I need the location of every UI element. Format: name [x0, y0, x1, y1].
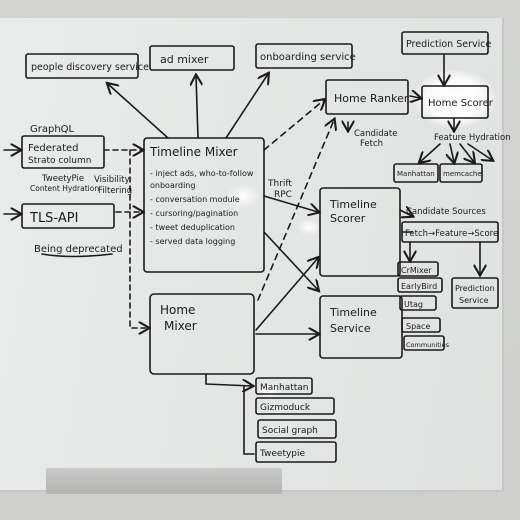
- people-discovery-label: people discovery service: [31, 62, 149, 73]
- stack-label: Manhattan: [260, 383, 308, 393]
- graphql-label: GraphQL: [30, 124, 75, 135]
- content-hydration-label: Content Hydration: [30, 184, 99, 193]
- arrow: [459, 143, 474, 162]
- prediction-service-top-label: Prediction Service: [406, 39, 491, 50]
- tweetypie-hydration-label: TweetyPie: [41, 174, 84, 184]
- federated-label: Strato column: [28, 156, 91, 166]
- thrift-rpc-label: Thrift: [267, 179, 292, 189]
- visibility-label: Filtering: [98, 186, 132, 196]
- prediction-service-mid-label: Service: [459, 296, 489, 305]
- arrow: [263, 195, 318, 212]
- space-label: Space: [406, 322, 430, 331]
- arrow: [243, 385, 255, 455]
- earlybird-box: [397, 277, 443, 293]
- arrow: [467, 143, 492, 160]
- memcache-label: memcache: [443, 170, 482, 178]
- timeline-mixer-item: - inject ads, who-to-follow: [150, 169, 254, 178]
- crmixer-box: [397, 261, 439, 277]
- arrow: [263, 231, 318, 290]
- candidate-fetch-label: Fetch: [360, 139, 383, 149]
- light-glare: [226, 184, 260, 208]
- arrow: [409, 96, 420, 98]
- people-discovery-box: [25, 53, 139, 79]
- candidate-sources-label: Candidate Sources: [406, 207, 486, 217]
- being-deprecated-label: Being deprecated: [34, 244, 123, 255]
- prediction-service-mid-box: [451, 277, 499, 309]
- timeline-service-label: Service: [330, 322, 371, 335]
- stack-box-social-graph: [257, 419, 337, 439]
- visibility-label: Visibility: [94, 175, 130, 185]
- arrow: [263, 100, 324, 151]
- timeline-scorer-label: Timeline: [329, 198, 377, 211]
- manhattan-small-label: Manhattan: [397, 170, 435, 178]
- marker-tray: [46, 468, 282, 494]
- arrow: [420, 143, 441, 162]
- utag-box: [399, 295, 437, 311]
- arrow: [225, 74, 268, 139]
- arrow: [196, 76, 198, 139]
- fetch-feature-score-label: Fetch→Feature→Score: [405, 229, 498, 239]
- timeline-mixer-item: - cursoring/pagination: [150, 209, 238, 218]
- utag-label: Utag: [404, 300, 423, 309]
- onboarding-label: onboarding service: [260, 52, 356, 63]
- stack-box-gizmoduck: [255, 397, 335, 415]
- federated-label: Federated: [28, 143, 79, 154]
- arrow: [450, 143, 454, 162]
- home-mixer-label: Home: [160, 303, 195, 317]
- timeline-mixer-box: [143, 137, 265, 273]
- arrow: [205, 373, 252, 386]
- arrow: [255, 258, 318, 331]
- timeline-mixer-item: onboarding: [150, 181, 195, 190]
- arrow: [108, 84, 169, 139]
- space-box: [401, 317, 441, 333]
- home-mixer-label: Mixer: [164, 319, 197, 333]
- ad-mixer-box: [149, 45, 235, 71]
- earlybird-label: EarlyBird: [401, 282, 437, 291]
- thrift-rpc-label: RPC: [274, 190, 292, 200]
- candidate-fetch-label: Candidate: [354, 129, 397, 139]
- stack-label: Tweetypie: [259, 449, 306, 459]
- timeline-service-label: Timeline: [329, 306, 377, 319]
- home-ranker-box: [325, 79, 409, 115]
- communities-label: Communities: [406, 341, 450, 349]
- timeline-scorer-box: [319, 187, 401, 277]
- communities-box: [403, 335, 445, 351]
- prediction-service-mid-label: Prediction: [455, 284, 495, 293]
- memcache-box: [439, 163, 483, 183]
- home-scorer-label: Home Scorer: [428, 98, 494, 109]
- onboarding-box: [255, 43, 353, 69]
- stack-box-manhattan: [255, 377, 313, 395]
- arrow: [399, 210, 412, 216]
- timeline-mixer-title: Timeline Mixer: [149, 145, 238, 159]
- underline: [41, 253, 113, 258]
- timeline-mixer-item: - tweet deduplication: [150, 223, 235, 232]
- ad-mixer-label: ad mixer: [160, 53, 209, 66]
- arrow: [257, 120, 334, 301]
- light-glare: [296, 218, 322, 236]
- manhattan-small-box: [393, 163, 439, 183]
- home-ranker-label: Home Ranker: [334, 92, 409, 105]
- arrow: [129, 149, 148, 328]
- stack-box-tweetypie: [255, 441, 337, 463]
- timeline-scorer-label: Scorer: [330, 212, 366, 225]
- stack-label: Gizmoduck: [260, 403, 311, 413]
- stack-label: Social graph: [262, 426, 318, 436]
- tls-api-label: TLS-API: [29, 211, 78, 226]
- timeline-mixer-item: - conversation module: [150, 195, 240, 204]
- timeline-mixer-item: - served data logging: [150, 237, 235, 246]
- prediction-service-top-box: [401, 31, 489, 55]
- feature-hydration-label: Feature Hydration: [434, 133, 511, 143]
- crmixer-label: CrMixer: [401, 266, 432, 275]
- light-glare: [258, 382, 282, 400]
